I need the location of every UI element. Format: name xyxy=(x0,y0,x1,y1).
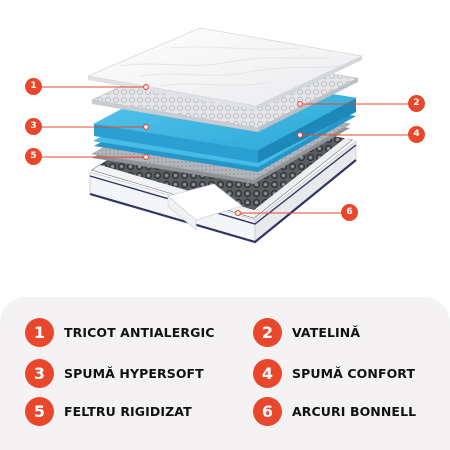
legend-item-1: 1 TRICOT ANTIALERGIC xyxy=(25,318,214,347)
legend-label: FELTRU RIGIDIZAT xyxy=(64,404,192,419)
legend-badge: 3 xyxy=(25,359,54,388)
knit-cover-layer xyxy=(86,27,364,110)
legend-item-5: 5 FELTRU RIGIDIZAT xyxy=(25,397,192,426)
legend-item-3: 3 SPUMĂ HYPERSOFT xyxy=(25,359,204,388)
leader-lines xyxy=(42,86,408,214)
legend-label: SPUMĂ HYPERSOFT xyxy=(64,366,204,381)
callout-4: 4 xyxy=(408,126,425,143)
legend-badge: 1 xyxy=(25,318,54,347)
legend-badge: 6 xyxy=(253,397,282,426)
leader-dots xyxy=(143,84,303,216)
legend-badge: 5 xyxy=(25,397,54,426)
callout-2: 2 xyxy=(408,95,425,112)
legend-badge: 4 xyxy=(253,359,282,388)
callout-3: 3 xyxy=(25,118,42,135)
legend-item-2: 2 VATELINĂ xyxy=(253,318,360,347)
legend-panel: 1 TRICOT ANTIALERGIC 2 VATELINĂ 3 SPUMĂ … xyxy=(0,297,450,450)
legend-label: ARCURI BONNELL xyxy=(292,404,417,419)
callout-6: 6 xyxy=(341,204,358,221)
legend-badge: 2 xyxy=(253,318,282,347)
legend-label: TRICOT ANTIALERGIC xyxy=(64,325,215,340)
legend-item-6: 6 ARCURI BONNELL xyxy=(253,397,416,426)
callout-5: 5 xyxy=(25,148,42,165)
legend-item-4: 4 SPUMĂ CONFORT xyxy=(253,359,415,388)
legend-label: VATELINĂ xyxy=(292,325,361,340)
legend-label: SPUMĂ CONFORT xyxy=(292,366,416,381)
callout-1: 1 xyxy=(25,78,42,95)
mattress-layers-diagram xyxy=(42,27,408,244)
